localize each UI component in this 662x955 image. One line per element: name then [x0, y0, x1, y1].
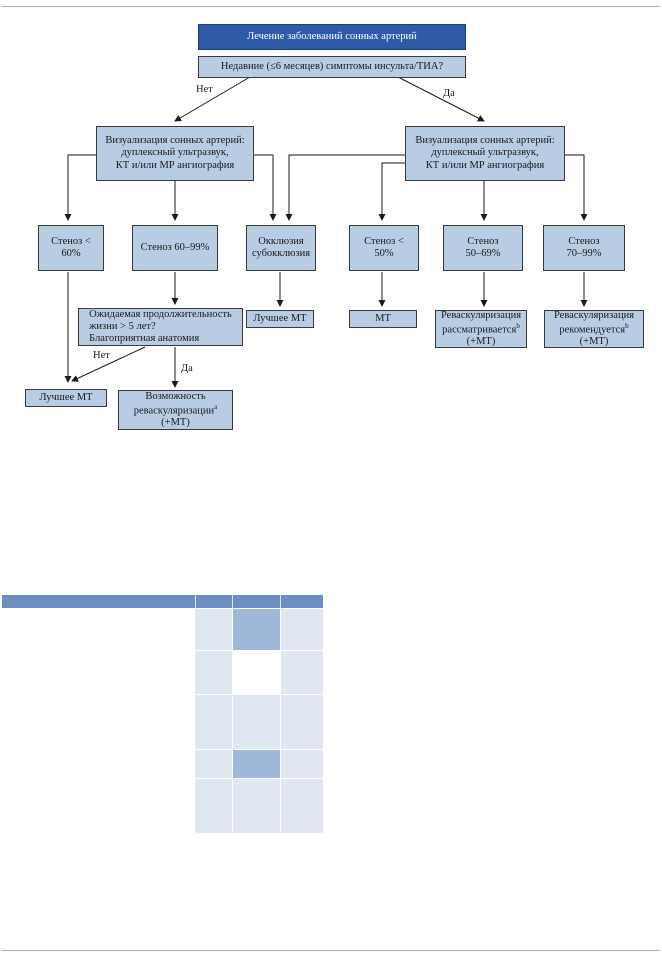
top-rule	[2, 6, 660, 7]
best-mt-occlusion-box: Лучшее МТ	[246, 310, 314, 328]
table-cell	[280, 608, 323, 651]
table-header-cell	[2, 595, 196, 609]
revasc-considered-box: Реваскуляризация рассматриваетсяb (+МТ)	[435, 310, 527, 348]
table-cell	[2, 778, 195, 834]
table-cell	[195, 608, 233, 651]
revasc-recommended-mt: (+МТ)	[579, 336, 609, 348]
table-cell	[232, 608, 281, 651]
revasc-considered-mt: (+МТ)	[466, 336, 496, 348]
table-row	[2, 749, 323, 779]
table-cell	[2, 608, 195, 651]
flowchart-connectors	[64, 76, 588, 388]
table-row	[2, 694, 323, 750]
table-cell	[195, 650, 233, 695]
imaging-right-box: Визуализация сонных артерий: дуплексный …	[405, 126, 565, 181]
table-cell	[195, 778, 233, 834]
table-cell	[2, 694, 195, 750]
footnote-a-sup: a	[214, 402, 218, 411]
yes-label-bottom: Да	[181, 363, 193, 374]
question-box: Недавние (≤6 месяцев) симптомы инсульта/…	[198, 56, 466, 78]
revasc-possible-mt: (+МТ)	[161, 417, 190, 429]
table-cell	[280, 778, 323, 834]
table-row	[2, 778, 323, 834]
table-header-row	[2, 595, 323, 609]
table-cell	[280, 694, 323, 750]
footnote-b-sup: b	[516, 321, 520, 330]
no-label-bottom: Нет	[93, 350, 110, 361]
table-cell	[280, 749, 323, 779]
stenosis-60-99-box: Стеноз 60–99%	[132, 225, 218, 271]
table-cell	[2, 749, 195, 779]
revasc-possible-text: Возможность реваскуляризацииa	[133, 390, 218, 417]
bottom-rule	[2, 950, 660, 951]
table-header-cell	[195, 595, 233, 609]
footnote-b-sup: b	[625, 321, 629, 330]
table-cell	[232, 749, 281, 779]
yes-label: Да	[443, 88, 455, 99]
table-cell	[280, 650, 323, 695]
revasc-recommended-text: Реваскуляризация рекомендуетсяb	[553, 309, 635, 336]
no-label: Нет	[196, 84, 213, 95]
table-cell	[232, 694, 281, 750]
mt-box: МТ	[349, 310, 417, 328]
table-cell	[232, 778, 281, 834]
stenosis-70-99-box: Стеноз 70–99%	[543, 225, 625, 271]
flowchart-title-box: Лечение заболеваний сонных артерий	[198, 24, 466, 50]
table-cell	[232, 650, 281, 695]
table-cell	[195, 694, 233, 750]
table-cell	[2, 650, 195, 695]
table-cell	[195, 749, 233, 779]
imaging-left-box: Визуализация сонных артерий: дуплексный …	[96, 126, 254, 181]
stenosis-50-69-box: Стеноз 50–69%	[443, 225, 523, 271]
table-header-cell	[280, 595, 323, 609]
revasc-considered-text: Реваскуляризация рассматриваетсяb	[440, 309, 522, 336]
shaded-table	[2, 595, 323, 834]
life-expectancy-box: Ожидаемая продолжительность жизни > 5 ле…	[78, 308, 243, 346]
table-row	[2, 608, 323, 651]
table-header-cell	[232, 595, 281, 609]
revasc-possible-box: Возможность реваскуляризацииa (+МТ)	[118, 390, 233, 430]
best-mt-bottom-box: Лучшее МТ	[25, 389, 107, 407]
stenosis-lt60-box: Стеноз < 60%	[38, 225, 104, 271]
stenosis-lt50-box: Стеноз < 50%	[349, 225, 419, 271]
occlusion-box: Окклюзия субокклюзия	[246, 225, 316, 271]
revasc-recommended-box: Реваскуляризация рекомендуетсяb (+МТ)	[544, 310, 644, 348]
table-row	[2, 650, 323, 695]
